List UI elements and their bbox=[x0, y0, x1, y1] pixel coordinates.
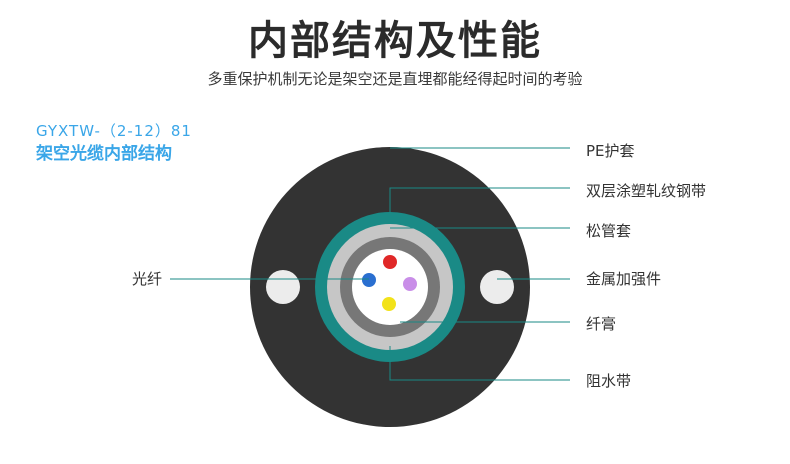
product-description: 架空光缆内部结构 bbox=[36, 144, 172, 164]
fiber-yellow bbox=[382, 297, 396, 311]
fiber-paste-core bbox=[352, 249, 428, 325]
leader-water-blocking bbox=[389, 346, 570, 381]
fiber-red bbox=[383, 255, 397, 269]
fiber-purple bbox=[403, 277, 417, 291]
page-subtitle: 多重保护机制无论是架空还是直埋都能经得起时间的考验 bbox=[207, 70, 583, 88]
leader-steel-tape bbox=[389, 187, 570, 212]
label-strength-member: 金属加强件 bbox=[586, 270, 662, 288]
strength-member-right bbox=[480, 270, 514, 304]
strength-member-left bbox=[266, 270, 300, 304]
label-pe-sheath: PE护套 bbox=[586, 142, 635, 160]
label-water-blocking: 阻水带 bbox=[586, 372, 632, 390]
page-title: 内部结构及性能 bbox=[248, 18, 542, 64]
fiber-blue bbox=[362, 273, 376, 287]
label-loose-tube: 松管套 bbox=[586, 222, 632, 240]
label-steel-tape: 双层涂塑轧纹钢带 bbox=[586, 182, 707, 200]
product-model: GYXTW-（2-12）81 bbox=[36, 122, 192, 140]
label-fiber-paste: 纤膏 bbox=[586, 315, 617, 333]
label-optical-fiber: 光纤 bbox=[132, 270, 163, 288]
